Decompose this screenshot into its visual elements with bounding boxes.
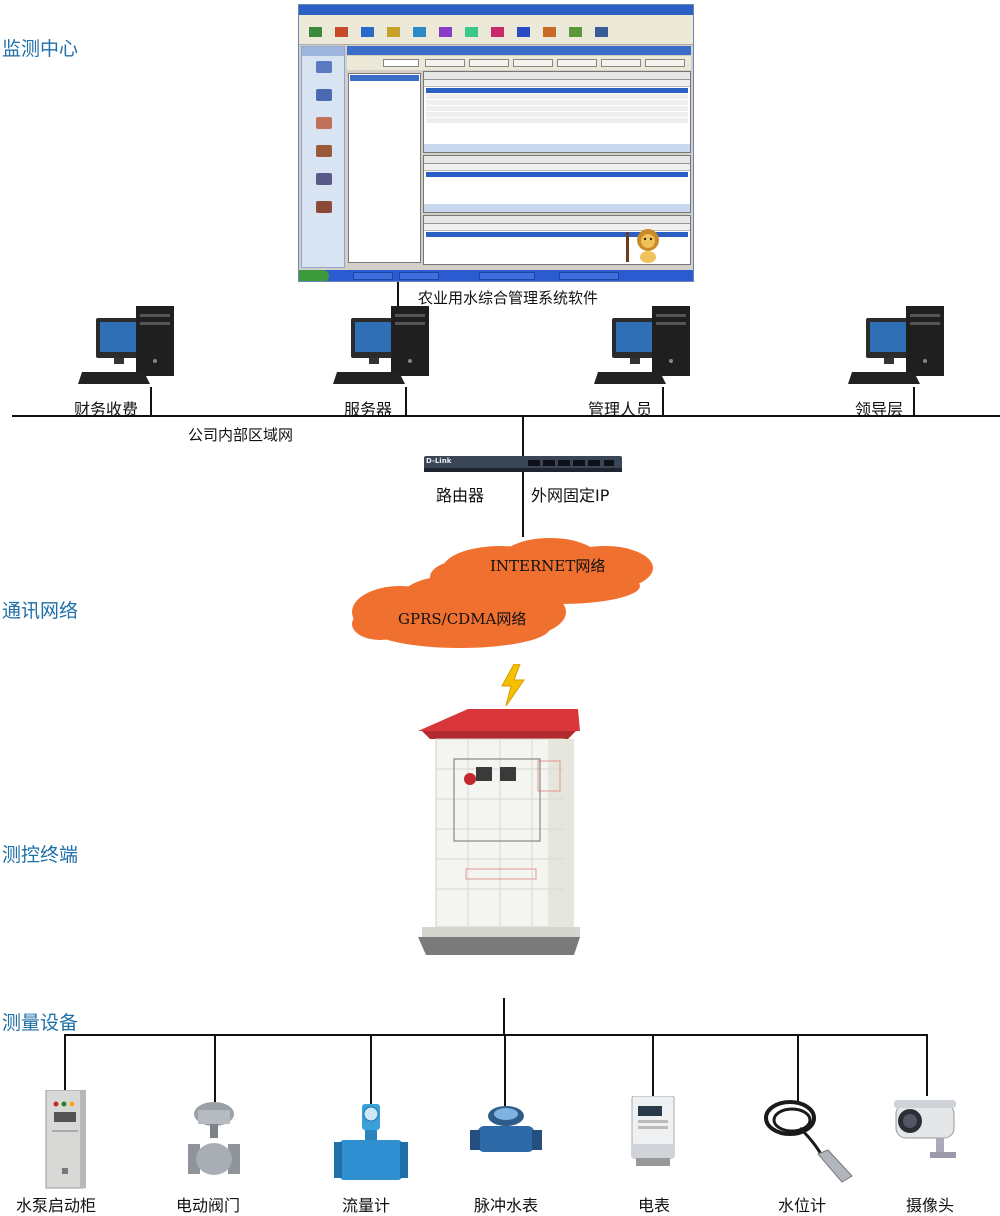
router-label: 路由器 — [436, 486, 485, 505]
device-label-electric-valve: 电动阀门 — [176, 1196, 241, 1215]
device-label-water-level: 水位计 — [778, 1196, 827, 1215]
connector-flowmeter — [370, 1034, 372, 1106]
screenshot-search-bar — [347, 56, 691, 70]
screenshot-panel-detail — [423, 155, 691, 213]
router-icon — [424, 456, 622, 472]
connector-pulse-meter — [504, 1034, 506, 1106]
section-label-comm-network: 通讯网络 — [2, 600, 79, 622]
screenshot-tool-icon — [491, 27, 504, 37]
section-label-terminal: 测控终端 — [2, 844, 79, 866]
connector-electric-meter — [652, 1034, 654, 1096]
connector-software-server — [397, 282, 399, 310]
screenshot-sidebar-icon — [316, 61, 332, 73]
screenshot-tool-icon — [335, 27, 348, 37]
computer-icon-server — [333, 306, 429, 384]
screenshot-tool-icon — [387, 27, 400, 37]
screenshot-tool-icon — [309, 27, 322, 37]
screenshot-sidebar-icon — [316, 117, 332, 129]
computer-label-finance: 财务收费 — [74, 400, 139, 419]
network-clouds — [352, 538, 653, 648]
lightning-icon — [501, 664, 525, 706]
control-cabinet-icon — [418, 709, 580, 955]
static-ip-label: 外网固定IP — [531, 486, 610, 505]
device-label-pump-cabinet: 水泵启动柜 — [16, 1196, 97, 1215]
cloud-label-gprs: GPRS/CDMA网络 — [398, 610, 527, 628]
screenshot-panel-users — [423, 215, 691, 265]
connector-router-cloud — [522, 472, 524, 537]
electric-meter-icon — [631, 1096, 675, 1166]
screenshot-tool-icon — [465, 27, 478, 37]
device-label-electric-meter: 电表 — [638, 1196, 671, 1215]
software-label: 农业用水综合管理系统软件 — [418, 289, 599, 307]
screenshot-sidebar-icon — [316, 201, 332, 213]
computer-label-manager: 管理人员 — [588, 400, 653, 419]
screenshot-tool-icon — [595, 27, 608, 37]
pulse-water-meter-icon — [470, 1106, 542, 1152]
screenshot-user-list — [348, 73, 421, 263]
connector-finance — [150, 387, 152, 416]
screenshot-inner-title — [347, 46, 691, 55]
gprs-cloud-shape — [352, 576, 566, 648]
screenshot-tool-icon — [517, 27, 530, 37]
connector-electric-valve — [214, 1034, 216, 1102]
connector-leadership — [913, 387, 915, 416]
connector-pump-cabinet — [64, 1034, 66, 1092]
camera-icon — [894, 1100, 956, 1158]
device-bus-line — [64, 1034, 928, 1036]
computer-label-leadership: 领导层 — [855, 400, 904, 419]
computer-icon-manager — [594, 306, 690, 384]
cloud-label-internet: INTERNET网络 — [490, 557, 606, 575]
screenshot-panel-history — [423, 71, 691, 153]
device-label-flowmeter: 流量计 — [342, 1196, 391, 1215]
computer-label-server: 服务器 — [344, 400, 393, 419]
connector-lan-router — [522, 416, 524, 456]
section-label-monitor-center: 监测中心 — [2, 38, 79, 60]
connector-cabinet-bus — [503, 998, 505, 1034]
screenshot-sidebar-icon — [316, 173, 332, 185]
water-level-meter-icon — [764, 1100, 853, 1183]
device-label-camera: 摄像头 — [906, 1196, 955, 1215]
screenshot-tool-icon — [361, 27, 374, 37]
connector-manager — [662, 387, 664, 416]
computer-icon-finance — [78, 306, 174, 384]
screenshot-tool-icon — [543, 27, 556, 37]
flowmeter-icon — [334, 1104, 408, 1180]
electric-valve-icon — [188, 1102, 240, 1175]
screenshot-mascot-icon — [626, 229, 659, 263]
section-label-measure-devices: 测量设备 — [2, 1012, 79, 1034]
screenshot-sidebar — [301, 46, 345, 268]
connector-server — [405, 387, 407, 416]
computer-icon-leadership — [848, 306, 944, 384]
connector-camera — [926, 1034, 928, 1096]
connector-water-level — [797, 1034, 799, 1102]
software-screenshot — [298, 4, 694, 282]
lan-bus-line — [12, 415, 1000, 417]
screenshot-tool-icon — [413, 27, 426, 37]
screenshot-taskbar — [299, 270, 693, 281]
screenshot-start-button — [299, 270, 329, 281]
screenshot-menu-bar — [299, 15, 693, 24]
screenshot-sidebar-icon — [316, 145, 332, 157]
screenshot-toolbar — [299, 24, 693, 45]
screenshot-sidebar-icon — [316, 89, 332, 101]
router-brand-logo: D-Link — [426, 457, 452, 465]
device-label-pulse-meter: 脉冲水表 — [474, 1196, 539, 1215]
screenshot-tool-icon — [569, 27, 582, 37]
lan-label: 公司内部区域网 — [188, 426, 294, 444]
screenshot-tool-icon — [439, 27, 452, 37]
pump-cabinet-icon — [45, 1090, 86, 1189]
screenshot-title-bar — [299, 5, 693, 15]
